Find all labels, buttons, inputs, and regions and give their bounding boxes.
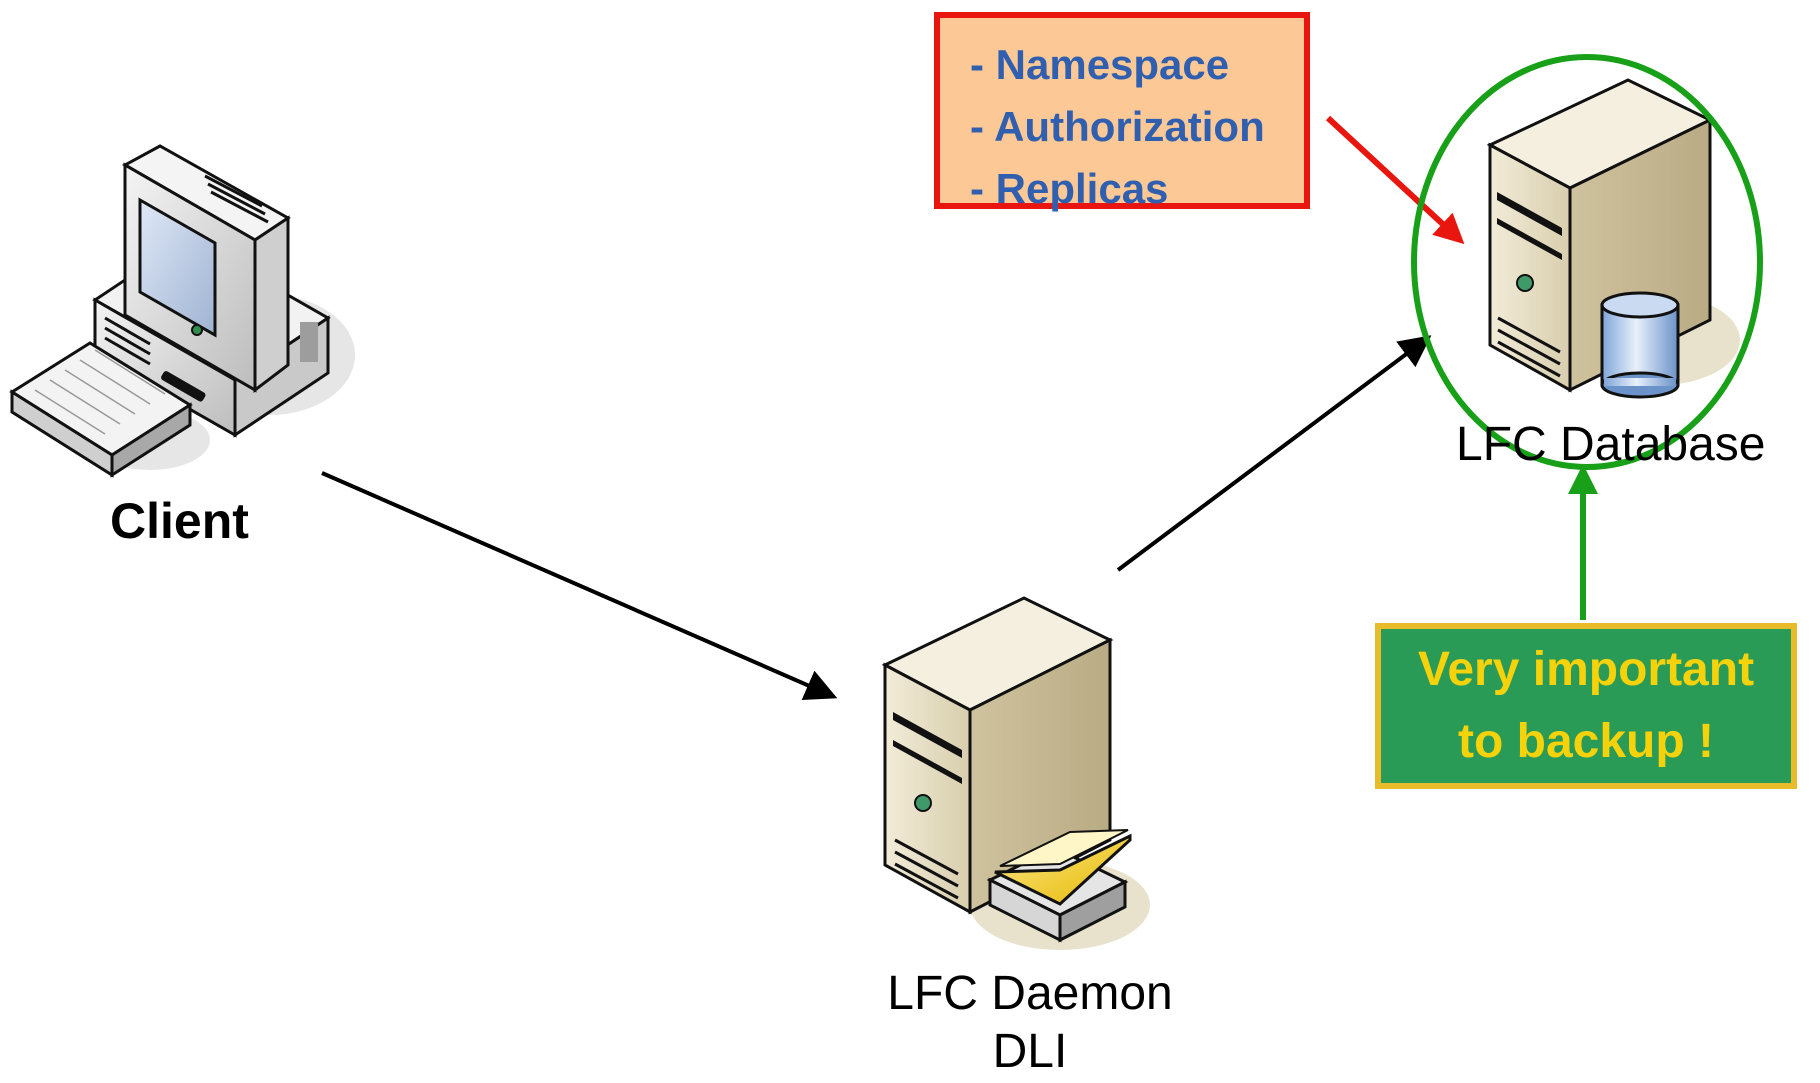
info-item-authorization: - Authorization <box>970 103 1265 150</box>
info-item-replicas: - Replicas <box>970 165 1169 212</box>
database-label: LFC Database <box>1456 418 1766 471</box>
backup-note-line1: Very important <box>1417 643 1755 696</box>
arrow-client-to-daemon <box>321 471 838 701</box>
arrow-daemon-to-database <box>1116 335 1432 572</box>
daemon-label: LFC Daemon DLI <box>860 965 1200 1081</box>
database-highlight-circle <box>1411 54 1763 470</box>
server-with-database-icon <box>1486 78 1740 399</box>
daemon-label-line2: DLI <box>992 1025 1068 1078</box>
client-label: Client <box>110 493 249 549</box>
daemon-label-line1: LFC Daemon <box>887 967 1173 1020</box>
arrow-info-to-database <box>1325 115 1465 245</box>
database-contents-box: - Namespace - Authorization - Replicas <box>934 12 1310 212</box>
backup-note-line2: to backup ! <box>1457 715 1714 768</box>
desktop-computer-icon <box>9 144 355 478</box>
info-item-namespace: - Namespace <box>970 41 1230 88</box>
backup-note-box: Very important to backup ! <box>1375 623 1797 789</box>
server-with-book-icon <box>881 596 1150 950</box>
